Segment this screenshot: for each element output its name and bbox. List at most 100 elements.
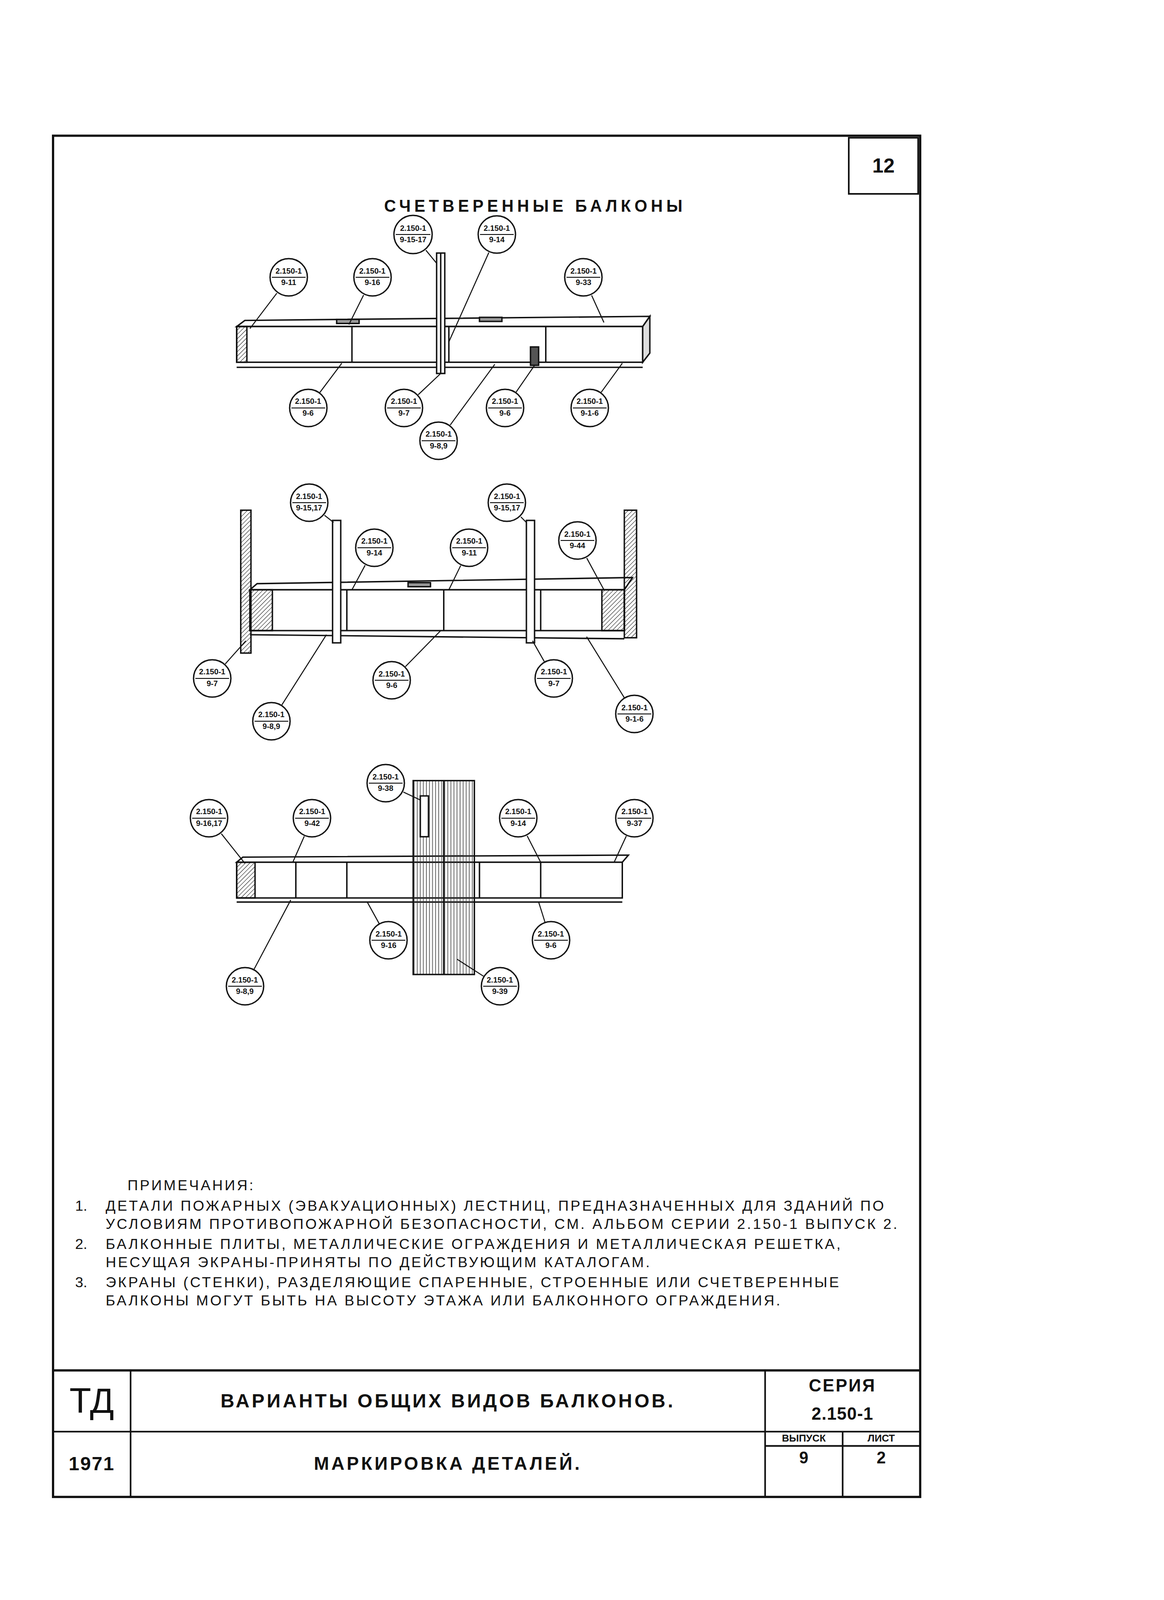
callout-ring [289, 389, 327, 427]
callout-text: 2.150-1 [491, 397, 519, 407]
callout-divider [479, 234, 514, 235]
callout-ring [481, 967, 519, 1006]
callout-divider [387, 407, 421, 409]
callout-divider [534, 939, 568, 941]
callout-text: 2.150-1 [541, 668, 568, 677]
callout-outline [289, 483, 329, 523]
note-number: 2. [75, 1235, 88, 1254]
callout-divider [368, 782, 403, 784]
callout-divider [483, 985, 517, 987]
title-block-cell: ТД [52, 1370, 131, 1432]
callout-text: 2.150-1 [231, 976, 259, 986]
callout-ring [532, 921, 570, 960]
callout-divider [355, 276, 390, 278]
callout-ring [369, 921, 408, 960]
leader-line [405, 630, 441, 667]
callout-ring [372, 661, 411, 700]
callout-circle: 2.150-19-15-17 [393, 214, 434, 255]
title-block-cell: ВАРИАНТЫ ОБЩИХ ВИДОВ БАЛКОНОВ. [130, 1370, 766, 1432]
callout-outline [269, 257, 309, 297]
callout-text: 9-6 [302, 409, 314, 419]
callout-text: 2.150-1 [299, 807, 326, 817]
callout-text: 9-14 [366, 549, 383, 558]
callout-divider [488, 407, 522, 409]
callout-divider [195, 678, 230, 679]
callout-text: 9-8,9 [429, 442, 448, 451]
callout-outline [534, 658, 574, 699]
callout-circle: 2.150-1 9-11 [449, 528, 489, 568]
callout-text: 2.150-1 [295, 397, 322, 407]
callout-ring [190, 799, 228, 838]
callout-text: 2.150-1 [378, 670, 405, 679]
callout-text: 9-6 [386, 681, 398, 691]
callout-outline [352, 257, 393, 297]
callout-outline [614, 694, 654, 734]
callout-ring [385, 389, 423, 427]
callout-ring [571, 389, 609, 427]
note-text: БАЛКОННЫЕ ПЛИТЫ, МЕТАЛЛИЧЕСКИЕ ОГРАЖДЕНИ… [105, 1235, 914, 1272]
callout-outline [477, 214, 517, 255]
callout-text: 2.150-1 [570, 267, 598, 276]
callout-text: 2.150-1 [372, 773, 399, 782]
balcony-view-1 [236, 253, 650, 374]
callout-divider [421, 440, 456, 442]
callout-ring [393, 215, 433, 254]
callout-circle: 2.150-19-15,17 [289, 483, 329, 523]
callout-text: 2.150-1 [486, 976, 514, 986]
callout-text: 2.150-1 [494, 492, 521, 502]
callout-text: 9-15,17 [296, 504, 323, 513]
leader-line [520, 516, 527, 523]
callout-text: 9-16 [364, 278, 381, 288]
leader-line [591, 295, 604, 323]
callout-circle: 2.150-1 9-6 [288, 388, 328, 428]
leader-line [352, 565, 366, 590]
callout-ring [564, 258, 603, 297]
leader-line [457, 959, 484, 977]
callout-outline [614, 798, 654, 838]
callout-ring [193, 659, 231, 698]
callout-circle: 2.150-19-44 [557, 520, 598, 561]
leader-line [601, 363, 623, 393]
callout-circle: 2.150-19-8,9 [418, 421, 459, 461]
title-block-cell: 1971 [52, 1431, 131, 1497]
callout-circle: 2.150-19-11 [269, 257, 309, 297]
callout-text: 9-15,17 [494, 504, 521, 513]
callout-text: 2.150-1 [483, 224, 511, 234]
callout-text: 9-37 [626, 819, 643, 829]
callout-ring [226, 967, 264, 1006]
callout-text: 9-16,17 [195, 819, 223, 829]
callout-circle: 2.150-19-7 [534, 658, 574, 699]
callout-divider [536, 678, 571, 679]
leader-line [403, 791, 421, 801]
callout-divider [560, 540, 595, 542]
callout-divider [374, 679, 409, 681]
callout-ring [499, 799, 537, 838]
note-text: ДЕТАЛИ ПОЖАРНЫХ (ЭВАКУАЦИОННЫХ) ЛЕСТНИЦ,… [105, 1196, 914, 1234]
callout-text: 2.150-1 [456, 537, 483, 547]
leader-line [281, 634, 327, 705]
callout-divider [271, 276, 306, 278]
leader-line [515, 365, 535, 393]
callout-ring [367, 764, 405, 802]
callout-text: 9-11 [461, 549, 477, 558]
callout-circle: 2.150-19-1-6 [614, 694, 654, 734]
callout-text: 2.150-1 [359, 267, 386, 276]
callout-circle: 2.150-19-6 [531, 920, 571, 960]
callout-outline [563, 257, 603, 297]
callout-text: 9-38 [377, 784, 394, 794]
callout-circle: 2.150-19-39 [480, 966, 520, 1006]
callout-divider [617, 817, 652, 819]
title-block-cell: ЛИСТ [842, 1431, 920, 1446]
callout-divider [395, 234, 431, 235]
callout-text: 9-1-6 [625, 715, 644, 725]
callout-outline [292, 798, 332, 838]
callout-ring [293, 799, 331, 838]
callout-circle: 2.150-19-42 [292, 798, 332, 838]
callout-text: 9-14 [510, 819, 526, 829]
callout-text: 9-44 [569, 541, 586, 551]
callout-outline [225, 966, 265, 1006]
callout-circle: 2.150-19-8,9 [251, 701, 291, 741]
callout-text: 2.150-1 [258, 710, 285, 720]
callout-text: 2.150-1 [399, 224, 427, 234]
title-block-cell: 2.150-1 [765, 1398, 920, 1430]
